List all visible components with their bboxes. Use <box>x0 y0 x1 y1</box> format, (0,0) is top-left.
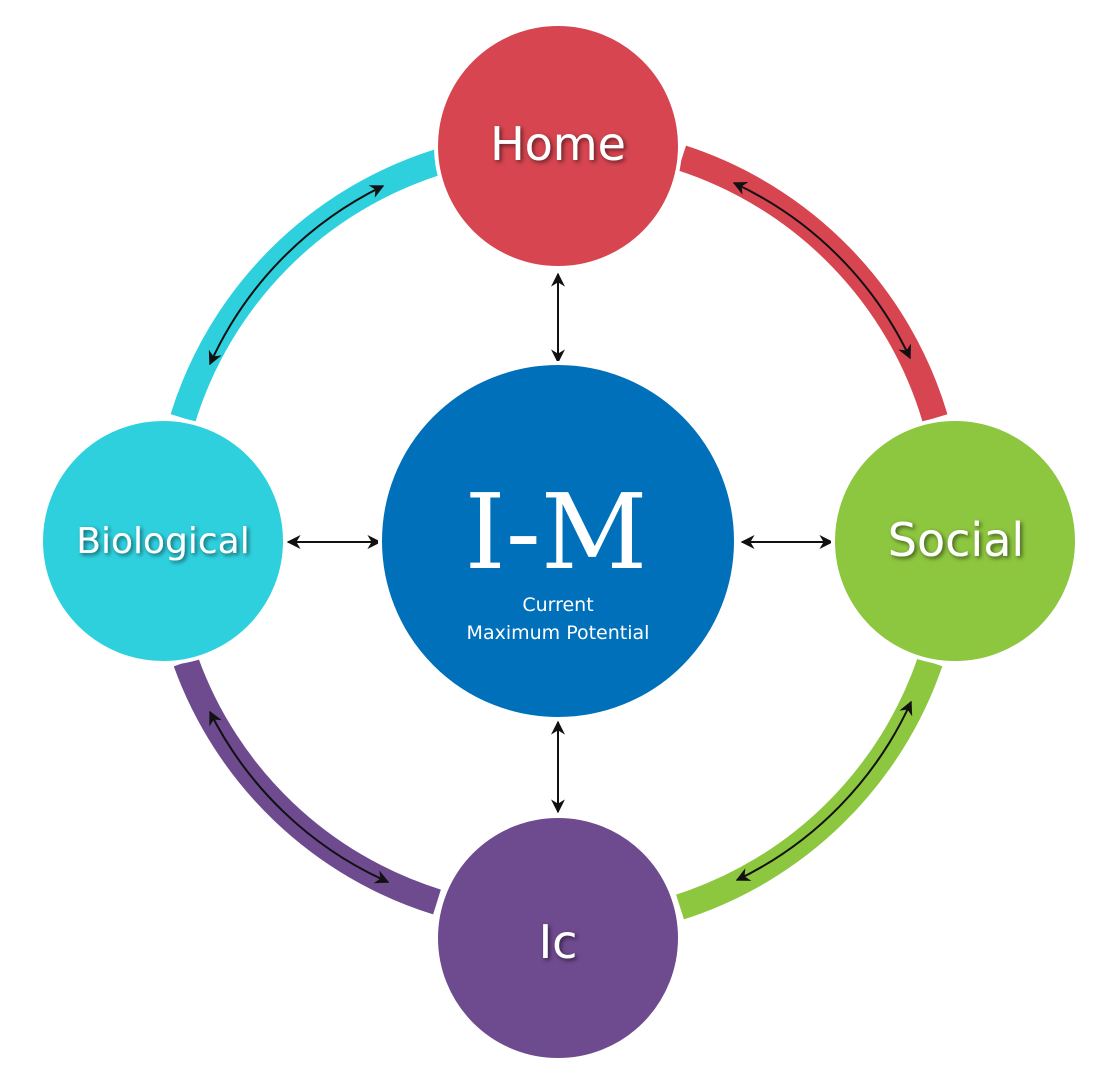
arrow-home-social <box>732 181 911 360</box>
arrow-ic-biological <box>209 710 390 884</box>
node-ic: Ic <box>434 814 682 1062</box>
ic-circle <box>434 814 682 1062</box>
social-label: Social <box>888 513 1024 567</box>
arc-biological-home <box>170 149 442 422</box>
center-node: I-M Current Maximum Potential <box>378 361 738 721</box>
center-circle <box>378 361 738 721</box>
node-biological: Biological <box>39 417 287 665</box>
arrow-biological-home <box>208 185 385 366</box>
node-home: Home <box>434 22 682 270</box>
center-subtitle-line2: Maximum Potential <box>467 622 650 644</box>
spoke-arrows <box>286 272 834 814</box>
ring-arrows <box>208 181 913 884</box>
arc-ic-biological <box>173 657 441 915</box>
arc-social-ic <box>676 657 943 920</box>
arc-home-social <box>677 145 948 422</box>
node-social: Social <box>831 417 1079 665</box>
biological-circle <box>39 417 287 665</box>
social-circle <box>831 417 1079 665</box>
center-title: I-M <box>465 471 648 593</box>
home-label: Home <box>490 117 626 171</box>
biological-label: Biological <box>76 521 249 562</box>
arrow-social-ic <box>735 700 913 881</box>
home-circle <box>434 22 682 270</box>
ic-label: Ic <box>539 915 578 969</box>
center-subtitle-line1: Current <box>522 594 593 616</box>
